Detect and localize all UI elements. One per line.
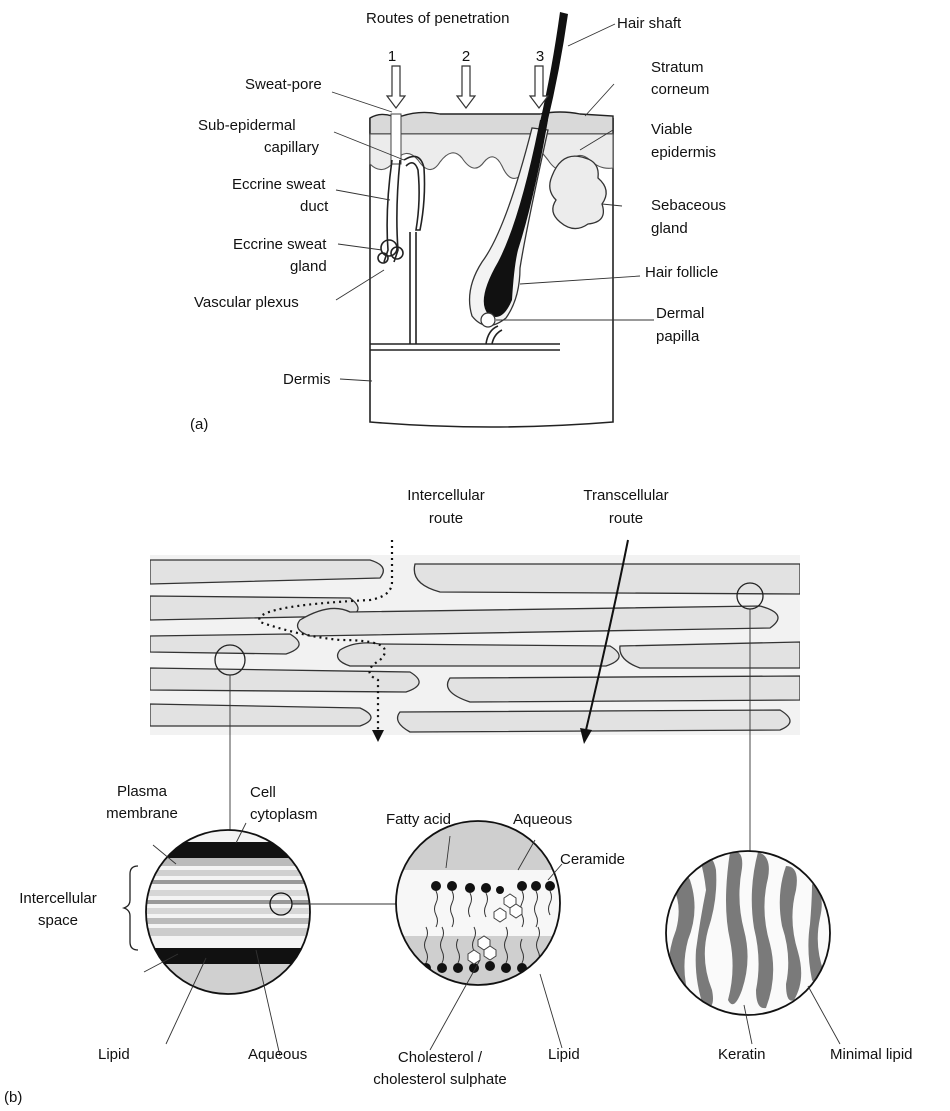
membrane-circle (140, 826, 320, 1006)
label-viable-1: Viable (651, 121, 692, 138)
sub-epidermal-capillary (404, 156, 425, 230)
label-sub-epidermal: Sub-epidermal (198, 117, 296, 134)
label-eccrine-gland-1: Eccrine sweat (233, 236, 327, 253)
panel-a-label: (a) (190, 416, 208, 433)
label-stratum-1: Stratum (651, 59, 704, 76)
label-cell: Cell (250, 784, 276, 801)
vascular-plexus (370, 344, 560, 350)
panel-b-label: (b) (4, 1089, 22, 1106)
label-eccrine-gland-2: gland (290, 258, 327, 275)
panel-b: Intercellular route Transcellular route (4, 487, 913, 1106)
label-hair-follicle: Hair follicle (645, 264, 718, 281)
label-minimal-lipid: Minimal lipid (830, 1046, 913, 1063)
label-membrane: membrane (106, 805, 178, 822)
sebaceous-gland (550, 156, 606, 228)
intercellular-route-arrowhead (372, 730, 384, 742)
label-dermal-1: Dermal (656, 305, 704, 322)
label-lipid-mid: Lipid (548, 1046, 580, 1063)
intercellular-route-label-1: Intercellular (407, 487, 485, 504)
leader-lines-a (332, 24, 654, 381)
transcellular-route-label-1: Transcellular (583, 487, 668, 504)
route-arrows (387, 66, 548, 108)
label-intercellular: Intercellular (19, 890, 97, 907)
label-fatty-acid: Fatty acid (386, 811, 451, 828)
label-keratin: Keratin (718, 1046, 766, 1063)
label-space: space (38, 912, 78, 929)
label-hair-shaft: Hair shaft (617, 15, 682, 32)
stratum-corneum (370, 112, 613, 134)
label-capillary: capillary (264, 139, 320, 156)
label-lipid-left: Lipid (98, 1046, 130, 1063)
eccrine-duct (384, 160, 392, 262)
route-1-label: 1 (388, 48, 396, 65)
eccrine-sweat-gland (378, 240, 403, 263)
intercellular-space-bracket (124, 866, 138, 950)
label-sweat-pore: Sweat-pore (245, 76, 322, 93)
label-cholesterol-2: cholesterol sulphate (373, 1071, 506, 1088)
dermal-papilla (481, 313, 495, 327)
label-dermal-2: papilla (656, 328, 700, 345)
label-dermis: Dermis (283, 371, 331, 388)
label-sebaceous-1: Sebaceous (651, 197, 726, 214)
label-sebaceous-2: gland (651, 220, 688, 237)
label-aqueous-mid: Aqueous (513, 811, 572, 828)
route-3-label: 3 (536, 48, 544, 65)
label-viable-2: epidermis (651, 144, 716, 161)
label-eccrine-duct-2: duct (300, 198, 329, 215)
label-cytoplasm: cytoplasm (250, 806, 318, 823)
keratin-circle (660, 845, 840, 1025)
routes-title: Routes of penetration (366, 10, 509, 27)
lipid-bilayer-circle (390, 818, 570, 998)
label-ceramide: Ceramide (560, 851, 625, 868)
label-plasma: Plasma (117, 783, 168, 800)
route-1-arrow (387, 66, 405, 108)
label-aqueous-left: Aqueous (248, 1046, 307, 1063)
label-eccrine-duct-1: Eccrine sweat (232, 176, 326, 193)
panel-a: Routes of penetration 1 2 3 Sweat-pore S… (190, 10, 726, 433)
label-vascular-plexus: Vascular plexus (194, 294, 299, 311)
route-2-arrow (457, 66, 475, 108)
label-stratum-2: corneum (651, 81, 709, 98)
intercellular-route-label-2: route (429, 510, 463, 527)
route-2-label: 2 (462, 48, 470, 65)
hair-shaft (540, 12, 568, 124)
transcellular-route-arrowhead (580, 728, 592, 744)
transcellular-route-label-2: route (609, 510, 643, 527)
label-cholesterol-1: Cholesterol / (398, 1049, 483, 1066)
